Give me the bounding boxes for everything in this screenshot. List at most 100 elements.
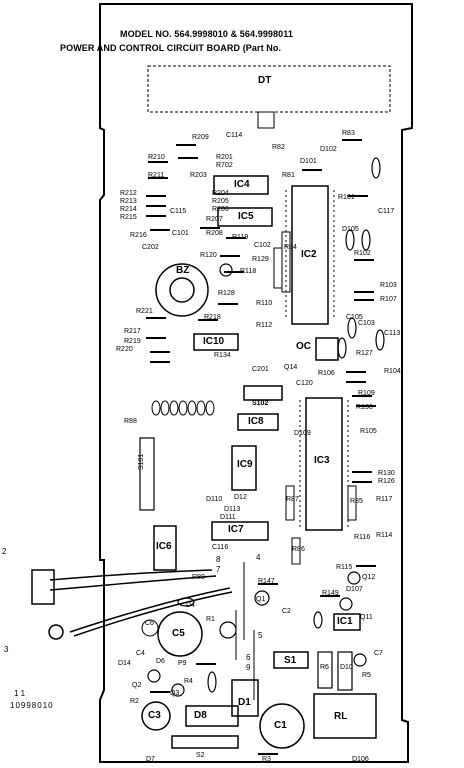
label-q3: Q3 bbox=[170, 690, 180, 697]
ic2-label: IC2 bbox=[301, 249, 317, 260]
label-r101: R101 bbox=[338, 194, 355, 201]
display-outline bbox=[147, 65, 391, 113]
ic8-label: IC8 bbox=[248, 416, 264, 427]
label-d113: D113 bbox=[224, 506, 241, 513]
label-c105: C105 bbox=[346, 314, 363, 321]
rl-body bbox=[313, 693, 377, 739]
label-r106: R106 bbox=[318, 370, 335, 377]
footer-line1: 1 1 bbox=[14, 689, 26, 698]
label-r110: R110 bbox=[256, 300, 273, 307]
d1-body bbox=[231, 679, 259, 717]
label-r126: R126 bbox=[378, 478, 395, 485]
label-r212: R212 bbox=[120, 190, 137, 197]
label-r105: R105 bbox=[360, 428, 377, 435]
side-number-5: 5 bbox=[258, 631, 263, 640]
label-r219: R219 bbox=[124, 338, 141, 345]
d8-label: D8 bbox=[194, 710, 207, 721]
label-r217: R217 bbox=[124, 328, 141, 335]
ic10-label: IC10 bbox=[203, 336, 225, 347]
ic9-label: IC9 bbox=[237, 459, 253, 470]
label-d107: D107 bbox=[346, 586, 363, 593]
label-r104: R104 bbox=[384, 368, 401, 375]
ic4-body bbox=[213, 175, 269, 195]
label-p9: P9 bbox=[178, 660, 187, 667]
label-d106: D106 bbox=[352, 756, 369, 763]
label-r204: R204 bbox=[212, 190, 229, 197]
board-part-line: POWER AND CONTROL CIRCUIT BOARD (Part No… bbox=[60, 43, 282, 53]
r84-label: R84 bbox=[284, 244, 297, 251]
d10-label: D10 bbox=[340, 664, 353, 671]
ic5-label: IC5 bbox=[238, 211, 254, 222]
s102-label: S102 bbox=[252, 400, 269, 407]
ic7-label: IC7 bbox=[228, 524, 244, 535]
label-r210: R210 bbox=[148, 154, 165, 161]
label-d110: D110 bbox=[206, 496, 223, 503]
label-d12: D12 bbox=[234, 494, 247, 501]
ic6-body bbox=[153, 525, 177, 571]
label-d7: D7 bbox=[146, 756, 155, 763]
label-r109: R109 bbox=[358, 390, 375, 397]
s2-label: S2 bbox=[196, 752, 205, 759]
label-d101: D101 bbox=[300, 158, 317, 165]
label-c117: C117 bbox=[378, 208, 395, 215]
label-q2: Q2 bbox=[132, 682, 142, 689]
label-c202: C202 bbox=[142, 244, 159, 251]
label-r85: R85 bbox=[350, 498, 363, 505]
label-r5: R5 bbox=[362, 672, 371, 679]
side-number-3: 3 bbox=[4, 645, 9, 654]
label-c4: C4 bbox=[136, 650, 145, 657]
label-r205: R205 bbox=[212, 198, 229, 205]
label-c116: C116 bbox=[212, 544, 229, 551]
label-r118: D14 bbox=[118, 660, 131, 667]
ic10-body bbox=[193, 333, 239, 351]
label-r127: R127 bbox=[356, 350, 373, 357]
label-r4: R4 bbox=[184, 678, 193, 685]
label-r107: R107 bbox=[380, 296, 397, 303]
label-c119: Q14 bbox=[284, 364, 298, 371]
label-d105: D105 bbox=[342, 226, 359, 233]
label-c2: C2 bbox=[282, 608, 291, 615]
ic5-body bbox=[217, 207, 273, 227]
s1-label: S1 bbox=[284, 655, 297, 666]
label-r208: R208 bbox=[206, 230, 223, 237]
label-d109: D109 bbox=[294, 430, 311, 437]
label-r88: R88 bbox=[124, 418, 137, 425]
buzzer-outer bbox=[155, 263, 209, 317]
label-r103: R103 bbox=[380, 282, 397, 289]
ic7-body bbox=[211, 521, 269, 541]
side-number-4: 4 bbox=[256, 553, 261, 562]
display-label: DT bbox=[258, 75, 272, 86]
model-number-line: MODEL NO. 564.9998010 & 564.9998011 bbox=[120, 29, 293, 39]
label-r149: R149 bbox=[322, 590, 339, 597]
label-c7: C7 bbox=[374, 650, 383, 657]
ic1-label: IC1 bbox=[337, 616, 353, 627]
c3-body bbox=[141, 701, 171, 731]
label-r129: R129 bbox=[252, 256, 269, 263]
c5-body bbox=[157, 611, 203, 657]
label-r218: R218 bbox=[204, 314, 221, 321]
label-r102: R102 bbox=[354, 250, 371, 257]
label-d4: D4 bbox=[186, 602, 195, 609]
label-r203: R203 bbox=[190, 172, 207, 179]
s101-body bbox=[139, 437, 155, 511]
label-r201: R201 bbox=[216, 154, 233, 161]
rl-label: RL bbox=[334, 711, 348, 722]
label-c201: C201 bbox=[252, 366, 269, 373]
r86-label: R86 bbox=[292, 546, 305, 553]
label-r216: R216 bbox=[130, 232, 147, 239]
label-r221: R221 bbox=[136, 308, 153, 315]
wire-harness bbox=[49, 569, 233, 637]
label-r211: R211 bbox=[148, 172, 165, 179]
side-number-6: 6 bbox=[246, 653, 251, 662]
label-r3: R3 bbox=[262, 756, 271, 763]
side-number-9: 9 bbox=[246, 663, 251, 672]
s102-body bbox=[243, 385, 283, 401]
label-r2: R2 bbox=[130, 698, 139, 705]
label-c114: C114 bbox=[226, 132, 243, 139]
label-r119: R119 bbox=[232, 234, 249, 241]
label-r117: R117 bbox=[376, 496, 393, 503]
label-r116: R116 bbox=[354, 534, 371, 541]
resistor-marks bbox=[146, 139, 376, 755]
label-q12: Q12 bbox=[362, 574, 376, 581]
